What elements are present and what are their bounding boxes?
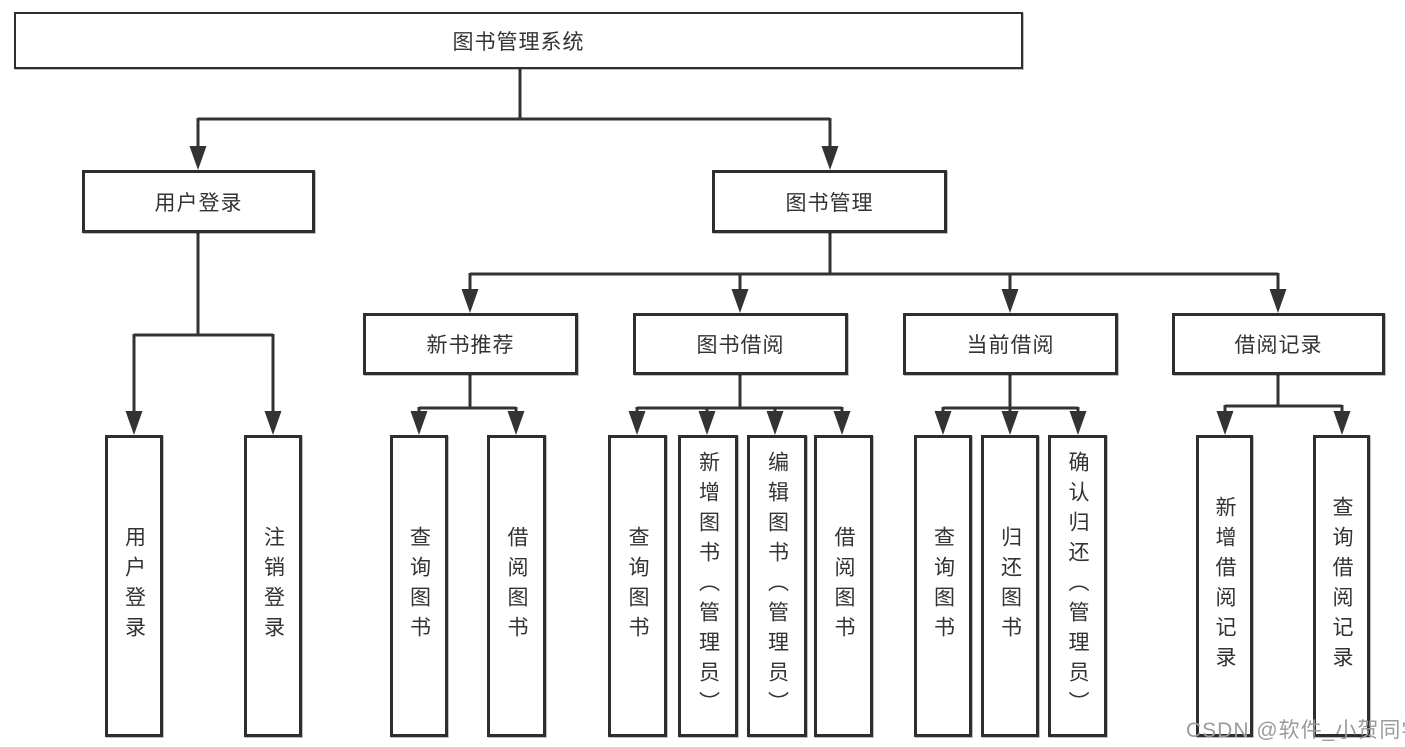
leaf-query-books-2-label: 查询图书 [626, 526, 649, 646]
node-book-management: 图书管理 [712, 170, 947, 233]
leaf-borrow-books-1-label: 借阅图书 [505, 526, 528, 646]
node-book-management-label: 图书管理 [785, 191, 874, 215]
leaf-logout: 注销登录 [244, 435, 302, 737]
node-current-borrowing-label: 当前借阅 [966, 334, 1055, 357]
leaf-query-books-3: 查询图书 [914, 435, 972, 737]
node-book-borrowing-label: 图书借阅 [696, 334, 785, 357]
csdn-watermark: CSDN @软件_小贺同学 [1186, 719, 1405, 742]
leaf-query-books-1: 查询图书 [390, 435, 448, 737]
leaf-add-borrow-record: 新增借阅记录 [1196, 435, 1253, 737]
node-borrowing-records-label: 借阅记录 [1234, 334, 1323, 357]
leaf-edit-books-admin: 编辑图书（管理员） [747, 435, 807, 737]
leaf-confirm-return-admin: 确认归还（管理员） [1048, 435, 1107, 737]
leaf-return-books: 归还图书 [981, 435, 1039, 737]
node-user-login-label: 用户登录 [154, 191, 243, 215]
node-current-borrowing: 当前借阅 [903, 313, 1118, 375]
leaf-query-books-3-label: 查询图书 [931, 526, 955, 646]
node-book-borrowing: 图书借阅 [633, 313, 848, 375]
leaf-borrow-books-2: 借阅图书 [814, 435, 873, 737]
leaf-user-login-label: 用户登录 [122, 526, 146, 646]
leaf-query-books-2: 查询图书 [608, 435, 667, 737]
node-user-login: 用户登录 [82, 170, 315, 233]
node-new-book-recommend: 新书推荐 [363, 313, 578, 375]
leaf-logout-label: 注销登录 [261, 526, 285, 646]
leaf-add-books-admin-label: 新增图书（管理员） [696, 451, 720, 721]
root-node-label: 图书管理系统 [452, 30, 585, 54]
leaf-borrow-books-1: 借阅图书 [487, 435, 546, 737]
node-borrowing-records: 借阅记录 [1172, 313, 1385, 375]
leaf-borrow-books-2-label: 借阅图书 [832, 526, 855, 646]
arrowhead-group [125, 146, 1351, 435]
root-node-book-management-system: 图书管理系统 [14, 12, 1023, 69]
leaf-user-login: 用户登录 [105, 435, 163, 737]
leaf-add-borrow-record-label: 新增借阅记录 [1213, 496, 1236, 676]
leaf-query-books-1-label: 查询图书 [407, 526, 431, 646]
leaf-query-borrow-record-label: 查询借阅记录 [1330, 496, 1353, 676]
leaf-edit-books-admin-label: 编辑图书（管理员） [765, 451, 789, 721]
leaf-return-books-label: 归还图书 [998, 526, 1022, 646]
leaf-confirm-return-admin-label: 确认归还（管理员） [1066, 451, 1089, 721]
leaf-add-books-admin: 新增图书（管理员） [678, 435, 738, 737]
node-new-book-recommend-label: 新书推荐 [426, 334, 515, 357]
leaf-query-borrow-record: 查询借阅记录 [1313, 435, 1370, 737]
